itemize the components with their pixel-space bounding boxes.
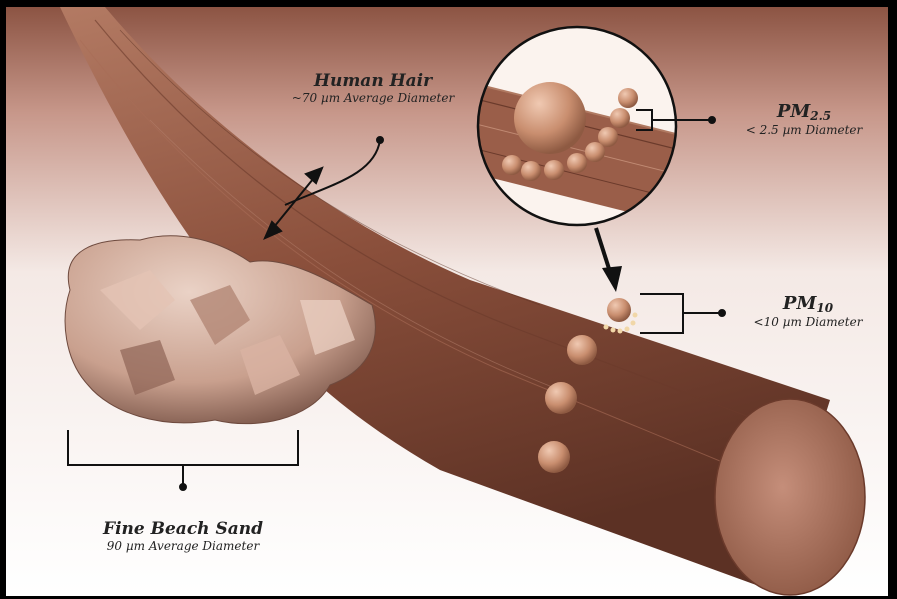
- sand-subtitle: 90 µm Average Diameter: [78, 540, 288, 554]
- pm25-label: PM2.5 < 2.5 µm Diameter: [724, 102, 884, 138]
- pm10-title-text: PM: [783, 293, 816, 314]
- human-hair-label: Human Hair ~70 µm Average Diameter: [268, 72, 478, 105]
- hair-cross-section: [715, 399, 865, 595]
- frame-border-top: [0, 0, 897, 7]
- pm10-title-index: 10: [816, 301, 833, 315]
- pm10-subtitle: <10 µm Diameter: [728, 316, 888, 330]
- pm25-subtitle: < 2.5 µm Diameter: [724, 124, 884, 138]
- pm25-title: PM2.5: [724, 102, 884, 124]
- sand-title: Fine Beach Sand: [78, 520, 288, 540]
- frame-border-left: [0, 0, 6, 599]
- human-hair-subtitle: ~70 µm Average Diameter: [268, 92, 478, 106]
- sand-label: Fine Beach Sand 90 µm Average Diameter: [78, 520, 288, 553]
- human-hair-title: Human Hair: [268, 72, 478, 92]
- pm25-title-index: 2.5: [810, 109, 831, 123]
- pm10-label: PM10 <10 µm Diameter: [728, 294, 888, 330]
- pm10-title: PM10: [728, 294, 888, 316]
- pm25-title-text: PM: [777, 101, 810, 122]
- frame-border-right: [888, 0, 897, 599]
